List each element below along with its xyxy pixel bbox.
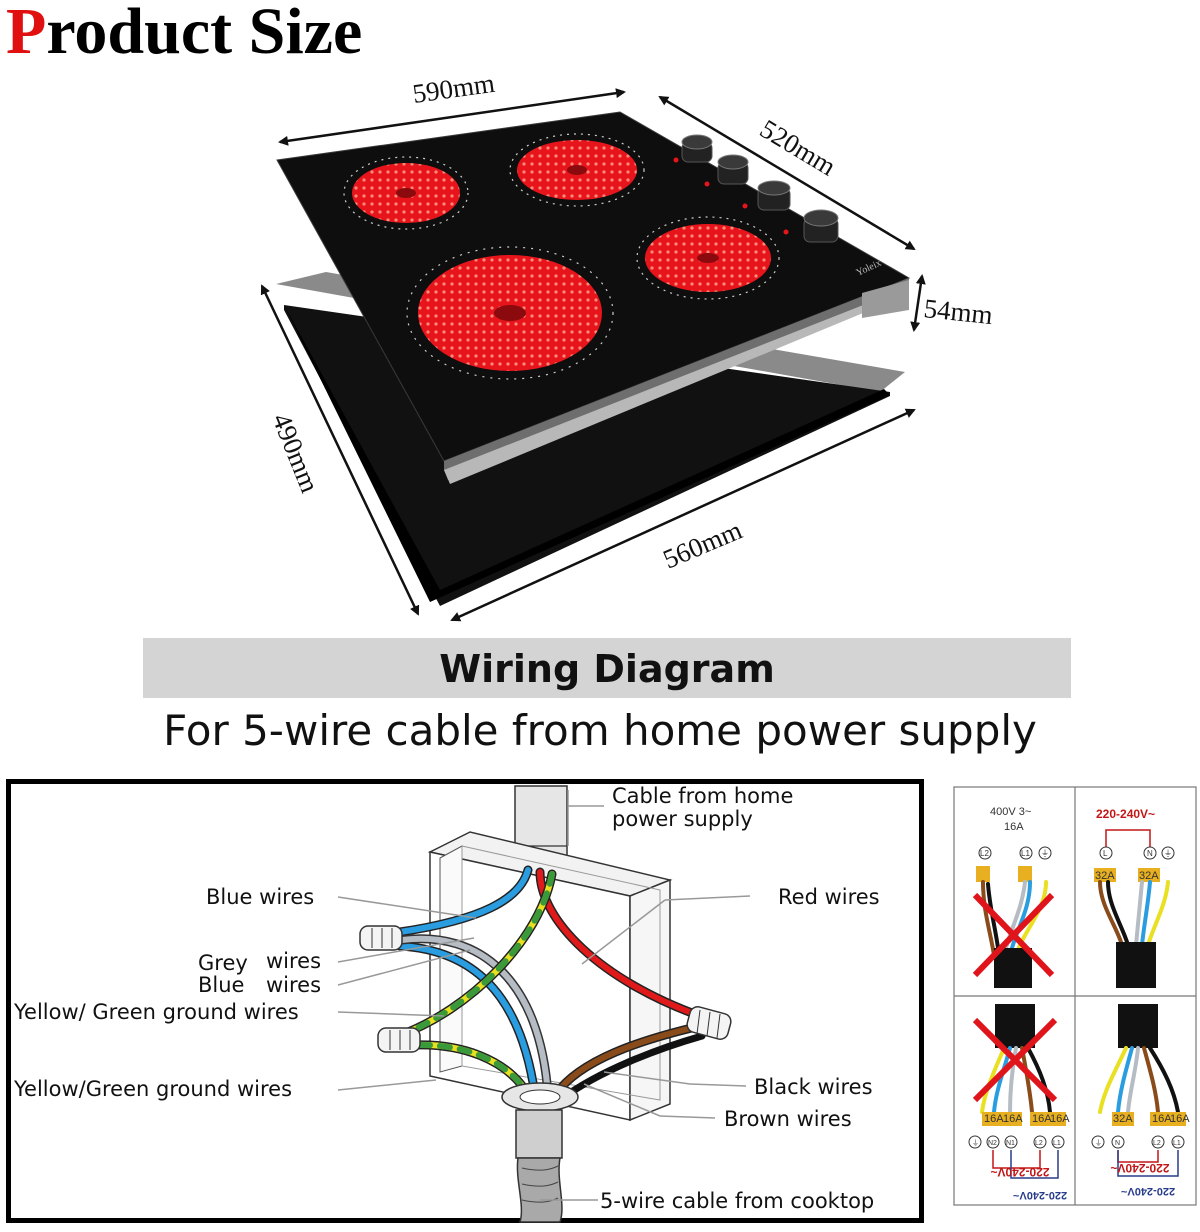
p2-term-1: L: [1103, 849, 1108, 858]
p3-amp-2: 16A: [1003, 1113, 1023, 1125]
p4-voltage-b: 220-240V~: [1120, 1185, 1175, 1197]
panel-400v: 400V 3~ 16A L2 L1 ⏚: [972, 806, 1055, 988]
p4-term-4: L1: [1173, 1140, 1181, 1147]
p1-voltage: 400V 3~: [990, 806, 1031, 818]
knob-3: [757, 180, 791, 211]
dim-top-width: 590mm: [411, 68, 497, 109]
p4-voltage-a: 220-240V~: [1110, 1161, 1169, 1175]
dim-top-depth: 520mm: [755, 113, 841, 181]
p2-amp-2: 32A: [1139, 870, 1159, 882]
p3-amp-4: 16A: [1050, 1113, 1070, 1125]
dim-cutout-width: 560mm: [659, 515, 747, 575]
arrow-height: [910, 274, 926, 332]
burner-front-left: [406, 246, 614, 380]
p3-term-1: ⏚: [972, 1139, 979, 1147]
product-size-title: Product Size: [6, 0, 362, 70]
p4-term-1: ⏚: [1095, 1139, 1102, 1147]
arrow-top-depth: [658, 95, 916, 251]
knob-4: [803, 209, 839, 243]
wiring-illustration-frame: [6, 779, 924, 1223]
p3-amp-3: 16A: [1032, 1113, 1052, 1125]
panel-220v-dual: 32A 16A 16A ⏚ N L2 L1 220-240V~ 220-240V…: [1091, 1004, 1190, 1197]
p1-amperage: 16A: [1004, 821, 1024, 833]
p1-term-3: ⏚: [1041, 849, 1049, 858]
p3-amp-1: 16A: [984, 1113, 1004, 1125]
arrow-cutout-depth: [260, 284, 420, 616]
panel-220v-single: 220-240V~ L N ⏚ 32A 32A: [1094, 807, 1175, 988]
knob-2: [717, 154, 749, 185]
product-size-diagram: Yoleix 590mm 520mm 54mm 490mm 560mm: [260, 68, 994, 622]
wiring-diagram-banner: Wiring Diagram: [143, 638, 1071, 698]
burner-back-right: [509, 133, 645, 207]
p4-term-2: N: [1115, 1140, 1120, 1147]
p2-term-2: N: [1147, 849, 1153, 858]
burner-back-left: [343, 156, 469, 230]
connection-panels: 400V 3~ 16A L2 L1 ⏚: [953, 786, 1197, 1206]
p4-amp-3: 16A: [1170, 1113, 1190, 1125]
dim-height: 54mm: [922, 293, 994, 330]
p3-term-3: N1: [1006, 1140, 1015, 1147]
p2-amp-1: 32A: [1095, 870, 1115, 882]
title-rest: roduct Size: [46, 0, 363, 68]
panel-220v-dual-crossed: 16A 16A 16A 16A ⏚ N2 N1 L2 L1 220-240V~ …: [968, 1004, 1070, 1201]
p3-term-4: L2: [1035, 1140, 1043, 1147]
wiring-subtitle: For 5-wire cable from home power supply: [163, 706, 1037, 755]
p4-amp-2: 16A: [1152, 1113, 1172, 1125]
arrow-top-width: [278, 88, 626, 146]
arrow-cutout-width: [450, 408, 916, 622]
wiring-heading: Wiring Diagram: [439, 647, 775, 691]
title-accent-letter: P: [6, 0, 47, 68]
p1-term-2: L1: [1021, 849, 1030, 858]
p3-voltage-a: 220-240V~: [990, 1165, 1049, 1179]
dim-cutout-depth: 490mm: [266, 409, 325, 497]
p2-term-3: ⏚: [1164, 849, 1172, 858]
knob-1: [681, 134, 713, 163]
p2-voltage: 220-240V~: [1096, 807, 1155, 821]
p3-voltage-b: 220-240V~: [1012, 1189, 1067, 1201]
p4-amp-1: 32A: [1113, 1113, 1133, 1125]
p4-term-3: L2: [1153, 1140, 1161, 1147]
p1-term-1: L2: [980, 849, 989, 858]
p3-term-5: L1: [1053, 1140, 1061, 1147]
p3-term-2: N2: [988, 1140, 997, 1147]
